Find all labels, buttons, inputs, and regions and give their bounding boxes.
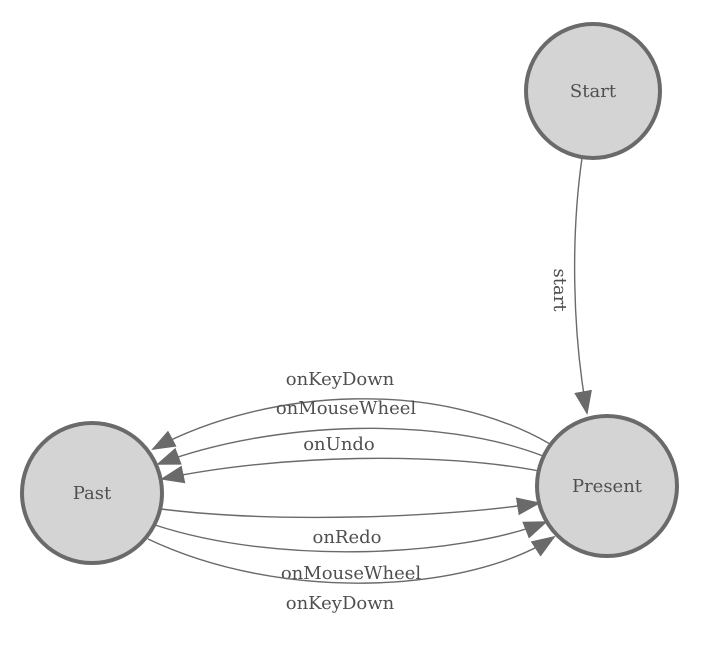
transition-path-onkeydown-undo <box>151 398 551 450</box>
state-node-present[interactable]: Present <box>535 414 679 558</box>
transition-path-start <box>573 157 592 415</box>
transition-edge-onredo: onRedo <box>160 497 541 548</box>
transition-label-onmousewheel-undo: onMouseWheel <box>276 398 417 419</box>
transition-edge-onkeydown-redo: onKeyDown <box>147 535 556 614</box>
state-node-past-circle[interactable] <box>20 421 164 565</box>
state-node-present-circle[interactable] <box>535 414 679 558</box>
transition-edge-onmousewheel-undo: onMouseWheel <box>156 398 544 465</box>
transition-path-onmousewheel-undo <box>156 427 544 465</box>
transition-path-onkeydown-redo <box>147 535 556 584</box>
transition-label-onmousewheel-redo: onMouseWheel <box>281 563 422 584</box>
transition-label-onkeydown-redo: onKeyDown <box>286 593 395 614</box>
transition-path-onmousewheel-redo <box>154 521 548 553</box>
transition-edge-onkeydown-undo: onKeyDown <box>151 369 551 450</box>
transition-path-onundo <box>160 457 540 484</box>
state-node-start[interactable]: Start <box>524 22 662 160</box>
transition-edge-onmousewheel-redo: onMouseWheel <box>154 521 548 584</box>
transition-label-onundo: onUndo <box>303 434 375 455</box>
transition-edge-onundo: onUndo <box>160 434 540 484</box>
transition-label-start: start <box>549 268 570 312</box>
state-nodes: Start Present Past <box>20 22 679 565</box>
state-node-start-label: Start <box>570 81 617 102</box>
transition-edges: start onKeyDown onMouseWheel onUndo onRe… <box>147 157 592 614</box>
state-node-start-circle[interactable] <box>524 22 662 160</box>
state-node-past[interactable]: Past <box>20 421 164 565</box>
transition-label-onkeydown-undo: onKeyDown <box>286 369 395 390</box>
transition-edge-start: start <box>549 157 592 415</box>
transition-path-onredo <box>160 497 541 519</box>
transition-label-onredo: onRedo <box>313 527 382 548</box>
state-node-present-label: Present <box>572 476 643 497</box>
state-node-past-label: Past <box>73 483 112 504</box>
